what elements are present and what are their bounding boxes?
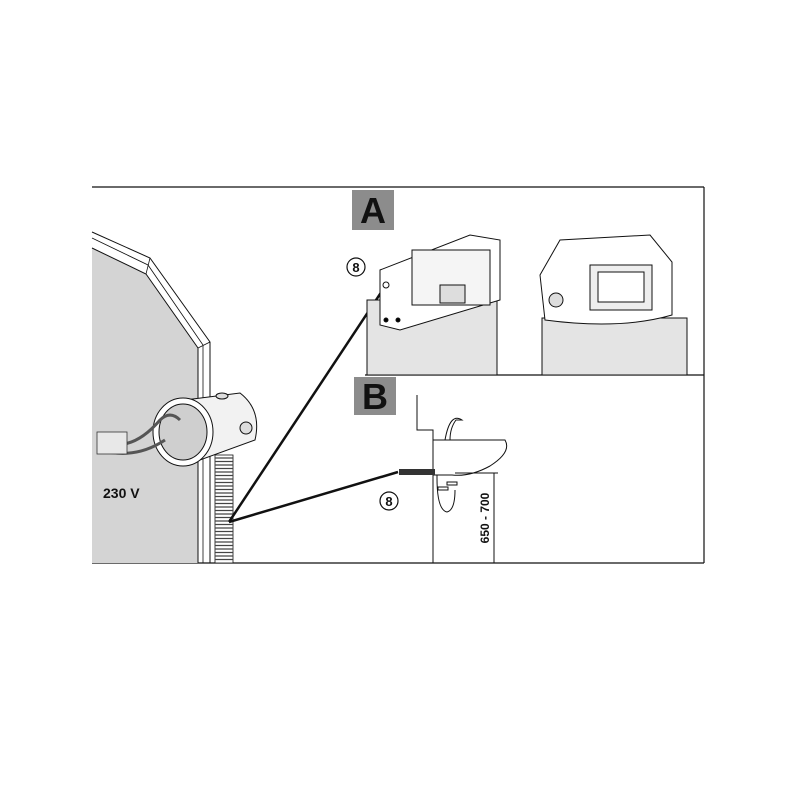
height-dimension: 650 - 700 xyxy=(478,492,492,543)
washbasin xyxy=(432,417,508,513)
cable-to-b xyxy=(228,470,399,524)
callout-circle xyxy=(379,491,399,511)
panel-b-callout: 8 xyxy=(385,494,392,509)
panel-b: B 8 650 - 700 xyxy=(354,376,508,563)
cable-end xyxy=(399,469,435,475)
panel-a-label-bg xyxy=(352,190,394,230)
panel-a-callout: 8 xyxy=(352,260,359,275)
wall-section xyxy=(416,395,434,563)
junction-box xyxy=(96,392,258,467)
wall xyxy=(91,231,211,563)
dimension-line xyxy=(455,472,498,563)
voltage-label: 230 V xyxy=(103,485,140,501)
panel-b-label: B xyxy=(362,376,388,417)
panel-a-label: A xyxy=(360,190,386,231)
panel-b-label-bg xyxy=(354,377,396,415)
control-unit xyxy=(539,234,688,376)
cable-to-a xyxy=(227,284,388,523)
panel-a: A 8 xyxy=(346,190,688,376)
mounting-frame-unit xyxy=(366,234,501,376)
callout-circle xyxy=(346,257,366,277)
terminal-block xyxy=(96,431,128,455)
conduit-tube xyxy=(214,454,234,564)
